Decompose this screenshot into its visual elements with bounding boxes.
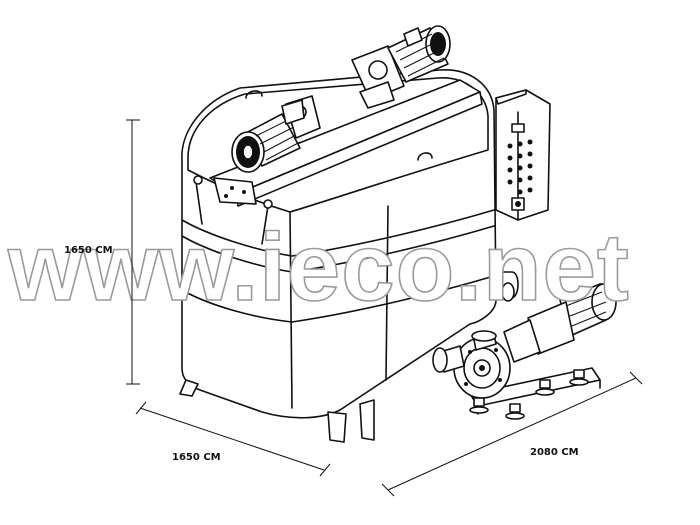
width-label: 1650 CM <box>172 452 221 463</box>
dimension-height: 1650 CM <box>64 119 140 385</box>
pump-assembly <box>432 283 617 420</box>
dimension-length: 2080 CM <box>381 371 643 497</box>
panel-buttons <box>507 139 533 195</box>
length-label: 2080 CM <box>530 447 579 458</box>
watermark-text: www.ieco.net <box>7 214 630 321</box>
display-icon <box>511 123 525 133</box>
agitator-drive <box>209 25 483 207</box>
pump-feet <box>469 369 589 420</box>
dimension-width: 1650 CM <box>135 401 331 477</box>
control-panel <box>495 89 551 221</box>
motor-front <box>231 95 321 173</box>
height-label: 1650 CM <box>64 245 113 256</box>
motor-rear <box>351 25 451 109</box>
